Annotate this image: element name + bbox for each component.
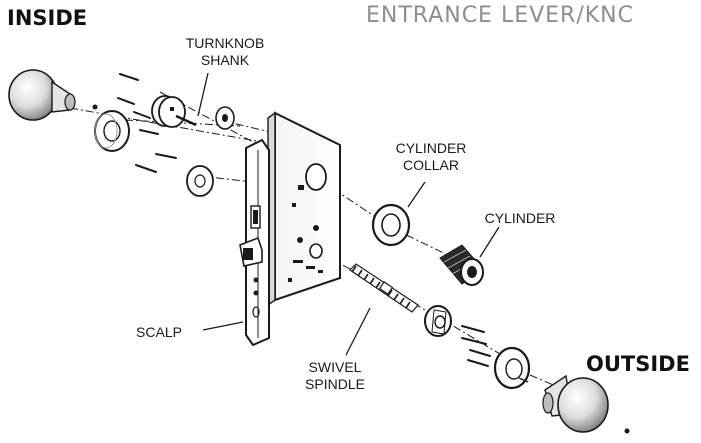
label-scalp: SCALP [136, 324, 182, 340]
outside-inner-rose [424, 305, 452, 337]
label-swivel-spindle-line2: SPINDLE [305, 376, 365, 392]
spacer-washer [215, 106, 235, 130]
swivel-spindle [349, 263, 419, 313]
mounting-screws-lower [135, 153, 177, 173]
label-swivel-spindle-line1: SWIVEL [308, 359, 362, 375]
faceplate-scalp [239, 138, 270, 347]
lock-case-body [267, 111, 341, 307]
leader-lines [197, 72, 500, 356]
cylinder [439, 243, 484, 286]
label-cylinder-collar-line1: CYLINDER [395, 140, 467, 156]
inside-lower-rose [186, 165, 214, 197]
diagram-banner-title: ENTRANCE LEVER/KNC [366, 3, 635, 28]
outside-rose [493, 346, 531, 390]
inside-heading: INSIDE [7, 6, 88, 30]
inside-rose [94, 110, 130, 152]
label-turnknob-shank-line1: TURNKNOB [185, 35, 265, 51]
turnknob-shank [151, 95, 197, 128]
label-cylinder-collar: CYLINDER COLLAR [381, 140, 481, 174]
mounting-screws-outside [461, 325, 491, 367]
mounting-screws-upper [117, 73, 159, 135]
cylinder-collar [371, 203, 411, 247]
outside-knob [542, 374, 609, 433]
label-turnknob-shank-line2: SHANK [200, 52, 250, 68]
label-swivel-spindle: SWIVEL SPINDLE [290, 359, 380, 393]
label-turnknob-shank: TURNKNOB SHANK [170, 35, 280, 69]
label-cylinder-collar-line2: COLLAR [402, 157, 460, 173]
label-cylinder: CYLINDER [484, 210, 556, 226]
dot-marker [92, 104, 98, 110]
outside-heading: OUTSIDE [586, 352, 690, 376]
dot-marker [624, 428, 630, 434]
inside-knob [8, 69, 76, 121]
